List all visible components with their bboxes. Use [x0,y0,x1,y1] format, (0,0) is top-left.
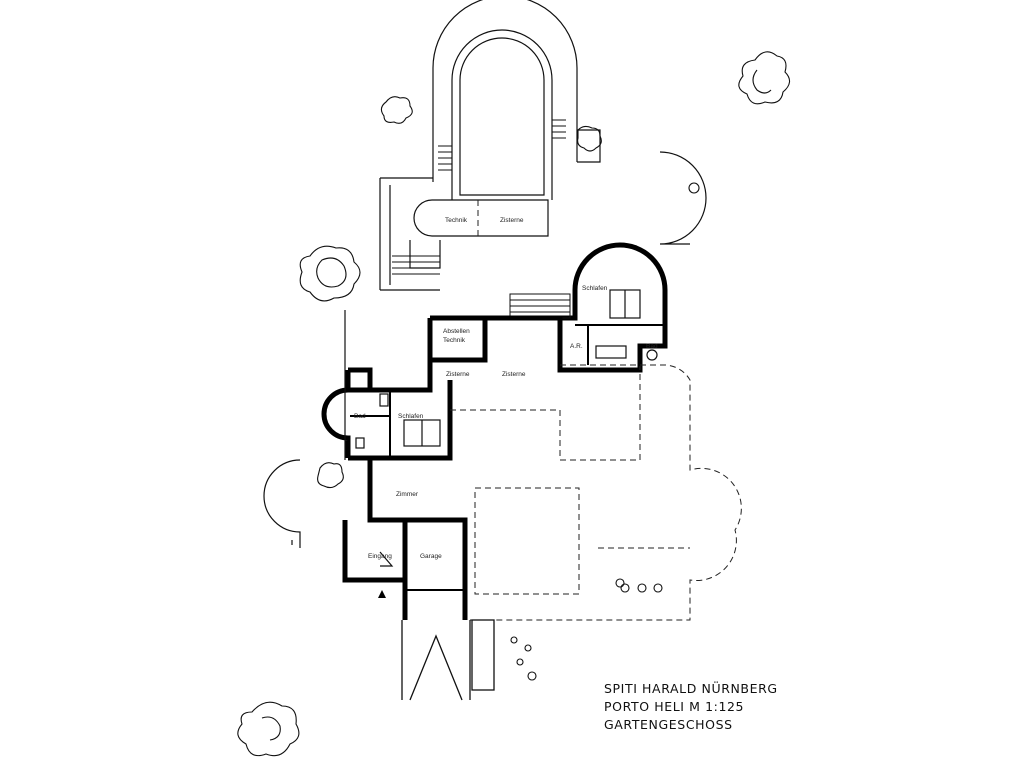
tree-icon [738,51,791,105]
room-label-bad-west: Bad [354,413,366,420]
room-label-zisterne-large: Zisterne [502,371,526,378]
room-label-eingang: Eingang [368,553,392,560]
tree-icon [237,701,300,757]
room-label-technik-pool: Technik [445,217,468,224]
shrub-icon [317,96,700,681]
garden-arc-wall [659,151,707,245]
room-label-schlafen-east: Schlafen [582,285,608,292]
room-labels: Technik Zisterne Schlafen A.R. Bad Abste… [354,217,658,560]
garden-arc-wall-west [263,459,301,548]
main-house-walls [321,315,563,620]
room-label-zimmer: Zimmer [396,491,419,498]
room-label-zisterne-pool: Zisterne [500,217,524,224]
drawing-title-line-3: GARTENGESCHOSS [604,717,733,732]
room-label-abstellen: Abstellen [443,328,470,335]
room-label-technik-house: Technik [443,337,466,344]
terrace-outlines [450,364,742,621]
pool-steps [438,119,566,171]
swimming-pool [379,0,601,291]
room-label-ar: A.R. [570,343,583,350]
entrance-arrow-icon [378,590,386,598]
drawing-title-line-2: PORTO HELI M 1:125 [604,699,745,714]
east-bedroom-wing [557,242,668,373]
driveway [401,619,495,701]
drawing-title-line-1: SPITI HARALD NÜRNBERG [604,681,778,696]
room-label-zisterne-small: Zisterne [446,371,470,378]
room-label-bad-east: Bad [646,343,658,350]
room-label-schlafen-west: Schlafen [398,413,424,420]
room-label-garage: Garage [420,553,442,560]
terrace-steps [509,293,571,319]
tree-icon [299,245,361,302]
